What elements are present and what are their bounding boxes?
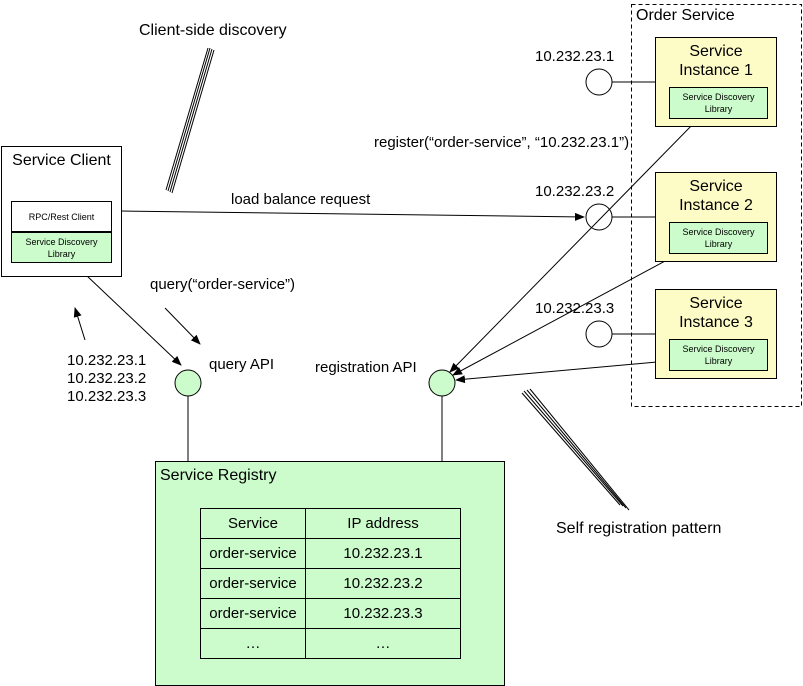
registry-table: Service IP address order-service 10.232.… <box>200 508 461 659</box>
table-row: order-service 10.232.23.1 <box>200 538 461 569</box>
diagram-title: Client-side discovery <box>139 22 287 39</box>
query-api-circle <box>174 369 202 397</box>
returned-ip: 10.232.23.3 <box>67 388 147 405</box>
service-instance-2: Service Instance 2 Service Discovery Lib… <box>655 172 777 262</box>
service-instance-1: Service Instance 1 Service Discovery Lib… <box>655 37 777 127</box>
table-row: order-service 10.232.23.3 <box>200 598 461 629</box>
instance-2-discovery-library: Service Discovery Library <box>669 222 768 254</box>
instance-3-title: Service Instance 3 <box>679 295 753 331</box>
register-arrow-1 <box>449 119 698 373</box>
instance-2-ip-label: 10.232.23.2 <box>535 183 615 200</box>
registry-cell: 10.232.23.3 <box>305 598 461 629</box>
self-registration-label: Self registration pattern <box>556 520 722 537</box>
client-query-arrow <box>85 274 182 366</box>
returned-ip: 10.232.23.2 <box>67 370 147 387</box>
service-registry-title: Service Registry <box>160 467 277 484</box>
registry-header-row: Service IP address <box>200 508 461 539</box>
registry-cell: … <box>305 628 461 659</box>
service-client-box: Service Client RPC/Rest Client Service D… <box>1 146 122 277</box>
returned-ips-arrow <box>73 307 86 341</box>
registry-cell: order-service <box>200 538 306 569</box>
register-arrow-3 <box>455 360 669 384</box>
register-call-label: register(“order-service”, “10.232.23.1”) <box>374 134 630 151</box>
order-service-boundary <box>631 4 802 407</box>
order-service-label: Order Service <box>636 7 735 24</box>
registration-api-circle <box>428 369 456 397</box>
registry-cell: 10.232.23.1 <box>305 538 461 569</box>
client-discovery-library: Service Discovery Library <box>11 232 112 263</box>
registry-cell: order-service <box>200 598 306 629</box>
client-side-discovery-hatch <box>165 47 215 194</box>
returned-ip: 10.232.23.1 <box>67 352 147 369</box>
instance2-ip-circle <box>585 203 613 231</box>
register-arrow-2 <box>452 252 681 376</box>
table-row: … … <box>200 628 461 659</box>
instance-3-ip-label: 10.232.23.3 <box>535 300 615 317</box>
rpc-client-box: RPC/Rest Client <box>11 201 112 232</box>
query-api-label: query API <box>209 356 275 373</box>
instance1-ip-circle <box>585 68 613 96</box>
table-row: order-service 10.232.23.2 <box>200 568 461 599</box>
registration-api-label: registration API <box>315 359 417 376</box>
load-balance-label: load balance request <box>231 191 371 208</box>
query-call-label: query(“order-service”) <box>150 276 296 293</box>
self-registration-hatch <box>521 388 630 511</box>
instance-1-ip-label: 10.232.23.1 <box>535 48 615 65</box>
load-balance-arrow <box>121 210 585 221</box>
returned-ips-list: 10.232.23.1 10.232.23.2 10.232.23.3 <box>67 352 146 406</box>
registry-cell: 10.232.23.2 <box>305 568 461 599</box>
instance-1-title: Service Instance 1 <box>679 43 753 79</box>
instance-3-discovery-library: Service Discovery Library <box>669 339 768 371</box>
registry-column-header: Service <box>200 508 306 539</box>
instance-1-discovery-library: Service Discovery Library <box>669 87 768 119</box>
instance-2-title: Service Instance 2 <box>679 178 753 214</box>
instance3-ip-circle <box>585 320 613 348</box>
registry-column-header: IP address <box>305 508 461 539</box>
service-instance-3: Service Instance 3 Service Discovery Lib… <box>655 289 777 379</box>
query-label-arrow <box>164 307 201 345</box>
service-client-title: Service Client <box>12 152 111 169</box>
registry-cell: … <box>200 628 306 659</box>
registry-cell: order-service <box>200 568 306 599</box>
